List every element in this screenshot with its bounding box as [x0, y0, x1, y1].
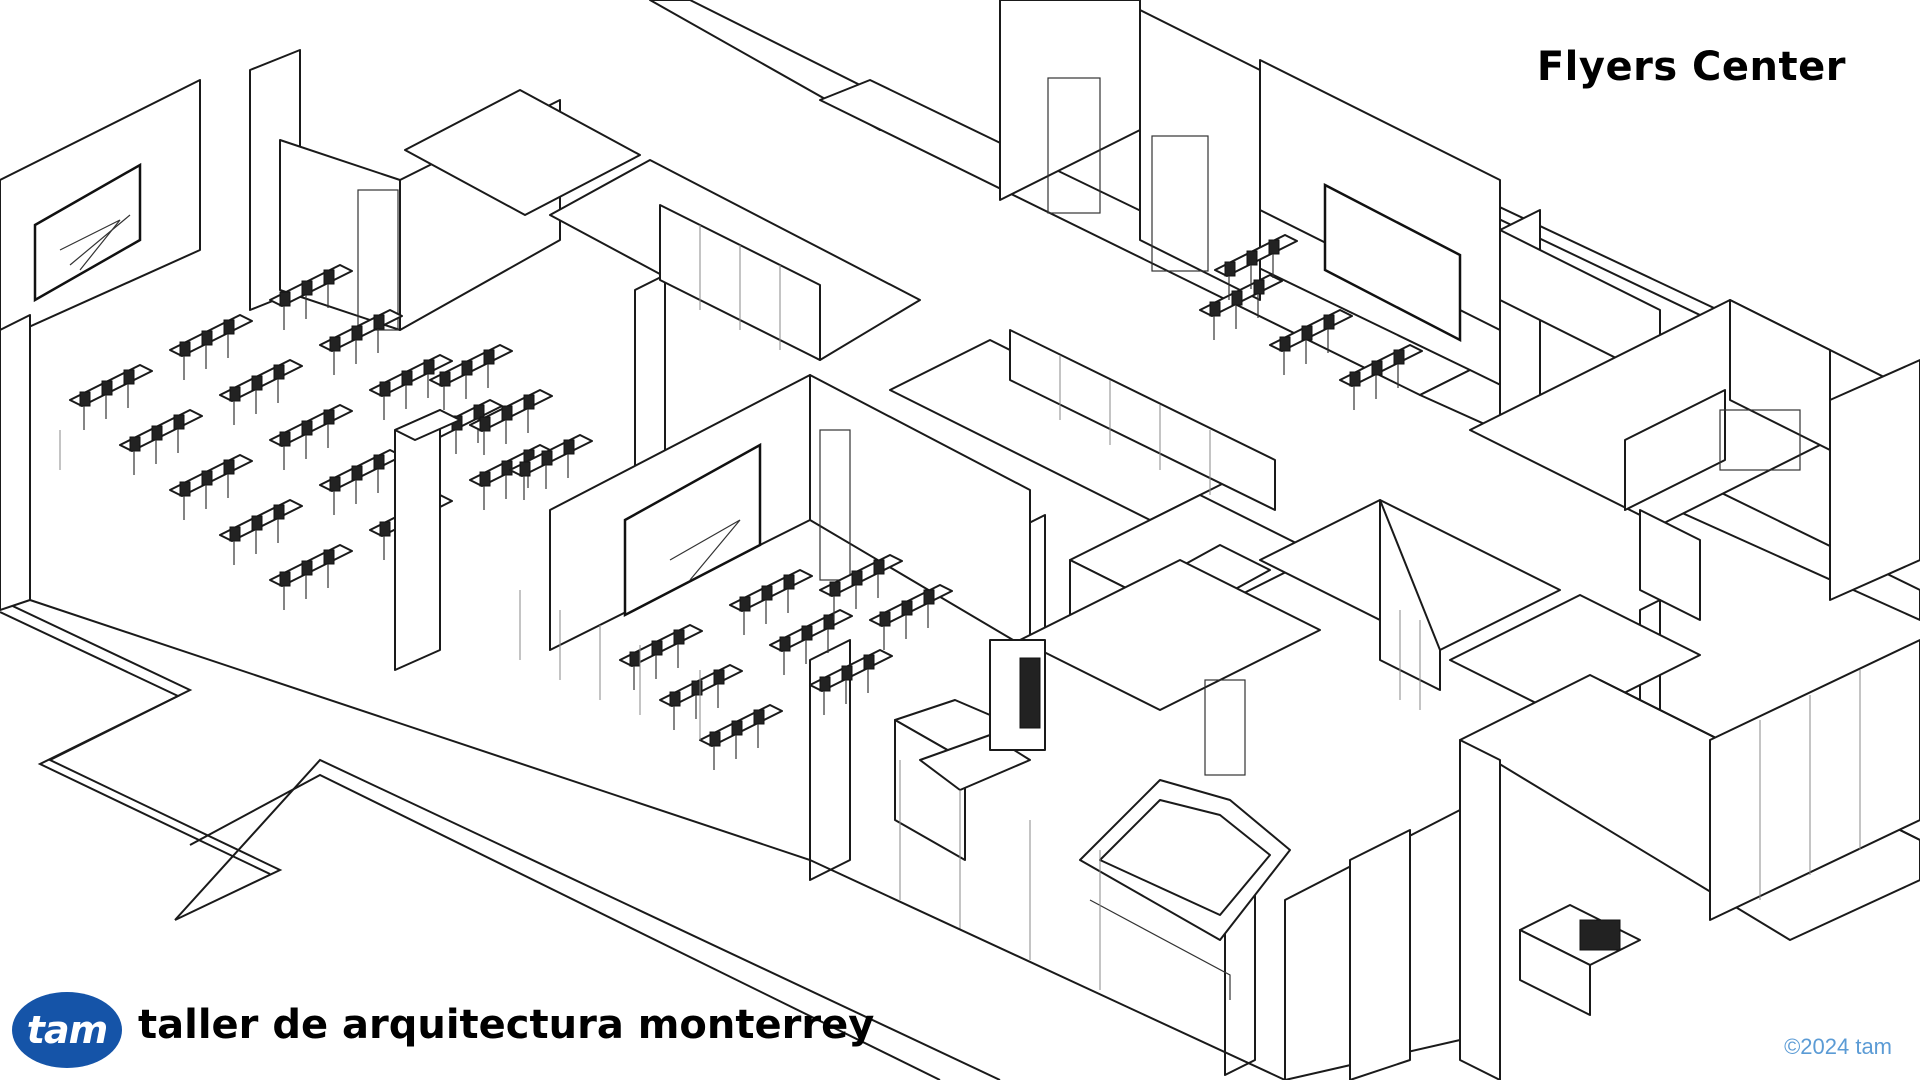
desk-rows-left: [69, 264, 633, 610]
upper-rooms: [404, 89, 1276, 521]
tam-logo: tam: [12, 992, 122, 1068]
classroom-middle: [549, 374, 1031, 651]
exterior-slab: [0, 599, 1001, 1080]
rooms-right: [1469, 299, 1920, 791]
brand-name: taller de arquitectura monterrey: [138, 1002, 875, 1048]
tam-logo-text: tam: [26, 1008, 108, 1052]
copyright-notice: ©2024 tam: [1784, 1034, 1892, 1059]
classroom-top-right: [999, 0, 1661, 381]
reception-counter: [894, 639, 1046, 861]
glass-facade: [29, 430, 1286, 1080]
rooms-bottom-right: [1284, 639, 1920, 1080]
booth: [1079, 779, 1291, 1000]
desk-rows-top: [1199, 234, 1423, 410]
page-title: Flyers Center: [1536, 44, 1846, 90]
central-offices: [1019, 494, 1701, 791]
